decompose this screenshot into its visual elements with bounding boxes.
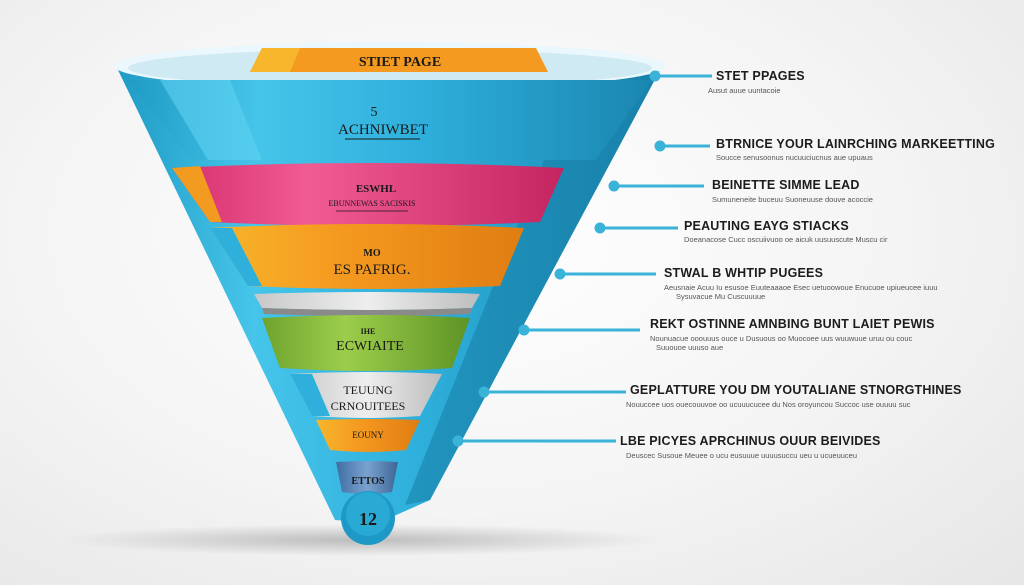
callout-5-desc: Aeusnaie Acuu Iu esusoe Euuteaaaoe Esec …	[664, 283, 938, 292]
callout-5-desc-2: Sysuvacue Mu Cuscuuuue	[676, 292, 766, 301]
callout-6-title: REKT OSTINNE AMNBING BUNT LAIET PEWIS	[650, 317, 935, 331]
grey-thin-band	[254, 292, 480, 310]
top-label: ACHNIWBET	[338, 122, 428, 138]
top-tab	[250, 48, 548, 72]
callout-7-desc: Nouuccee uos ouecouuvoe oo ucuuucucee du…	[626, 400, 911, 409]
bottom-number: 12	[359, 509, 377, 529]
pink-band	[172, 163, 564, 226]
grey-label-2: CRNOUITEES	[331, 399, 406, 413]
callout-8-title: LBE PICYES APRCHINUS OUUR BEIVIDES	[620, 434, 881, 448]
green-band	[262, 315, 470, 371]
cyan-section	[128, 80, 652, 160]
small-orange-band	[316, 419, 420, 452]
callout-5-title: STWAL B WHTIP PUGEES	[664, 266, 824, 280]
callout-1-desc: Ausut auue uuntacoie	[708, 86, 781, 95]
funnel-shell-shade	[405, 70, 660, 505]
grey-band	[290, 372, 442, 418]
orange-label-2: ES PAFRIG.	[334, 262, 411, 278]
top-number: 5	[371, 105, 378, 120]
blue-band	[336, 461, 398, 494]
pink-label-1: ESWHL	[356, 183, 396, 195]
callout-2-title: BTRNICE YOUR LAINRCHING MARKEETTING	[716, 137, 995, 151]
pink-label-2: EBUNNEWAS SACISKIS	[329, 199, 416, 208]
orange-band	[210, 224, 524, 289]
grey-label-1: TEUUNG	[343, 383, 393, 397]
small-orange-label: EOUNY	[352, 430, 384, 440]
blue-label: ETTOS	[351, 476, 385, 487]
green-label-1: IHE	[361, 327, 376, 336]
callout-4-title: PEAUTING EAYG STIACKS	[684, 219, 849, 233]
callout-4-desc: Doeanacose Cucc oscuiivuoo oe aicuk uusu…	[684, 235, 888, 244]
callout-2-desc: Soucce senusoonus nucuuciucnus aue upuau…	[716, 153, 873, 162]
callout-6-desc-2: Suuouoe uuuso aue	[656, 343, 724, 352]
callout-lines	[452, 70, 712, 447]
callout-3-title: BEINETTE SIMME LEAD	[712, 178, 860, 192]
green-label-2: ECWIAITE	[336, 339, 404, 354]
callout-3-desc: Sumuneneite buceuu Suoneuuse douve acocc…	[712, 195, 873, 204]
orange-label-1: MO	[363, 248, 380, 259]
callout-1-title: STET PPAGES	[716, 69, 805, 83]
top-tab-label: STIET PAGE	[359, 55, 441, 70]
callout-7-title: GEPLATTURE YOU DM YOUTALIANE STNORGTHINE…	[630, 383, 962, 397]
callout-6-desc: Nounuacue ooouuus ouce u Dusuous oo Muoc…	[650, 334, 913, 343]
callout-8-desc: Deuscec Susoue Meuee o ucu eusuuue uuuus…	[626, 451, 858, 460]
